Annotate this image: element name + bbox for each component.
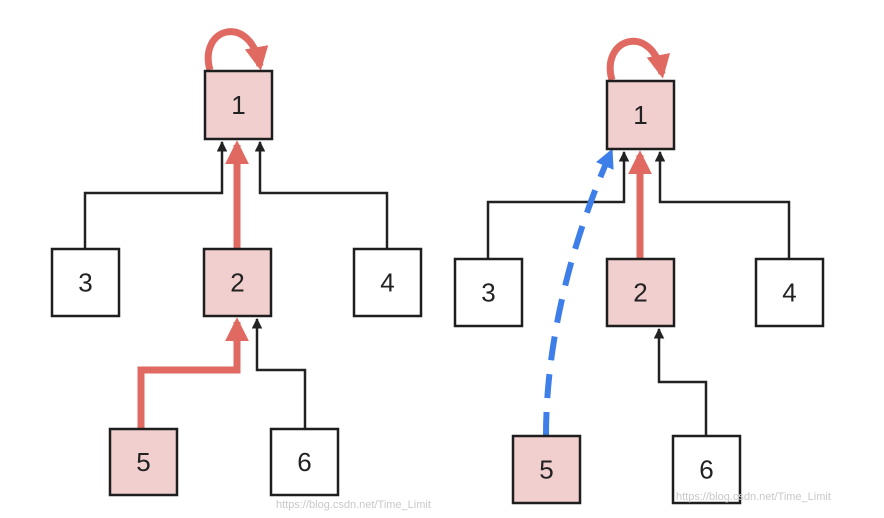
right-node-5: 5 — [511, 434, 582, 505]
left-node-5-label: 5 — [136, 447, 150, 477]
right-node-2-label: 2 — [633, 278, 647, 308]
left-node-2-label: 2 — [230, 268, 244, 298]
left-node-4-box — [352, 247, 423, 318]
left-node-3-box — [50, 247, 121, 318]
right-node-4: 4 — [754, 257, 825, 328]
left-node-4: 4 — [352, 247, 423, 318]
right-watermark: https://blog.csdn.net/Time_Limit — [676, 491, 831, 503]
right-node-2-box — [605, 257, 676, 328]
left-find-path — [137, 28, 269, 428]
right-node-4-box — [754, 257, 825, 328]
right-root-self-loop — [606, 37, 671, 81]
left-node-2-box — [202, 247, 273, 318]
right-node-4-label: 4 — [782, 278, 796, 308]
right-node-6-label: 6 — [699, 455, 713, 485]
right-edge-4-to-1 — [654, 150, 791, 258]
left-root-self-loop — [204, 28, 269, 71]
left-edge-6-to-2 — [251, 317, 307, 428]
left-tree: 1 2 3 4 5 6 https://blog.csdn.net/Time_L… — [50, 28, 431, 511]
left-node-4-label: 4 — [380, 268, 394, 298]
left-node-3: 3 — [50, 247, 121, 318]
left-edges — [83, 140, 389, 428]
right-node-6: 6 — [671, 434, 742, 505]
right-node-3-label: 3 — [481, 278, 495, 308]
right-node-1-box — [605, 79, 676, 151]
left-node-1-box — [203, 69, 274, 141]
left-node-6: 6 — [269, 427, 340, 497]
left-edge-3-to-1 — [83, 140, 228, 248]
right-node-6-box — [671, 434, 742, 505]
left-edge-4-to-1 — [254, 140, 389, 248]
right-node-2: 2 — [605, 257, 676, 328]
right-node-1: 1 — [605, 79, 676, 151]
right-node-5-box — [511, 434, 582, 505]
right-node-5-label: 5 — [539, 455, 553, 485]
right-find-path — [606, 37, 671, 258]
left-watermark: https://blog.csdn.net/Time_Limit — [276, 499, 431, 511]
right-edge-6-to-2 — [653, 327, 708, 435]
right-node-3-box — [453, 257, 524, 328]
right-node-3: 3 — [453, 257, 524, 328]
left-node-2: 2 — [202, 247, 273, 318]
left-node-6-label: 6 — [297, 447, 311, 477]
left-node-3-label: 3 — [78, 268, 92, 298]
left-node-5-box — [108, 427, 179, 497]
left-node-1: 1 — [203, 69, 274, 141]
left-node-6-box — [269, 427, 340, 497]
right-edges — [486, 150, 791, 435]
left-node-1-label: 1 — [231, 90, 245, 120]
right-node-1-label: 1 — [633, 100, 647, 130]
left-path-5-to-2 — [137, 317, 249, 428]
left-node-5: 5 — [108, 427, 179, 497]
right-compressed-link-5-to-1 — [543, 148, 614, 437]
right-tree: 1 2 3 4 5 6 https://blog.csdn.net/Time_L… — [453, 37, 831, 505]
right-edge-3-to-1 — [486, 150, 630, 258]
